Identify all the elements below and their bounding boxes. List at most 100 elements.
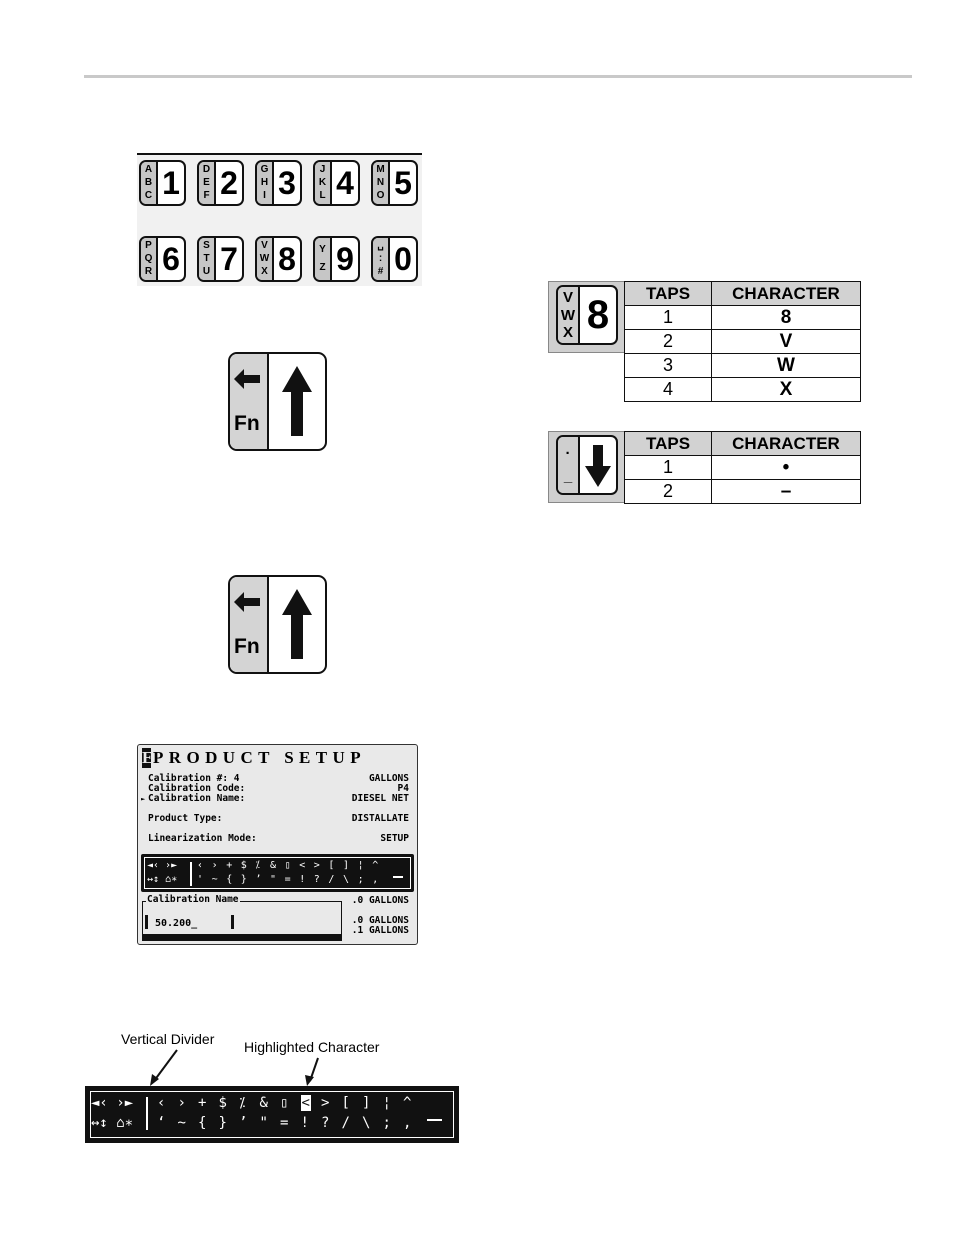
key-letter: E xyxy=(203,177,210,188)
character-option[interactable]: ^ xyxy=(372,860,379,871)
character-option[interactable]: ] xyxy=(362,1095,371,1111)
character-option[interactable]: $ xyxy=(218,1095,227,1111)
character-option[interactable]: ~ xyxy=(177,1115,186,1131)
lcd-character-bar[interactable]: ◄‹ ›► ‹ › + $ ⁒&▯ < > [] ¦ ^ ↔↕ ⌂∗ ' ~ {} ’ " =!? / \;, xyxy=(141,854,414,892)
character-option[interactable]: } xyxy=(218,1115,227,1131)
key-digit: 4 xyxy=(336,164,354,201)
nav-arrows[interactable]: ◄‹ ›► xyxy=(91,1095,134,1111)
character-option[interactable]: ~ xyxy=(211,874,218,885)
key-letter: S xyxy=(203,240,210,251)
character-option[interactable]: ’ xyxy=(255,874,262,885)
character-option[interactable]: ’ xyxy=(239,1115,248,1131)
character-option[interactable]: ] xyxy=(343,860,350,871)
character-cell: W xyxy=(711,353,861,378)
key-digit: 3 xyxy=(278,164,296,201)
character-option[interactable]: ‘ xyxy=(157,1115,166,1131)
key-0[interactable]: ␣:#0 xyxy=(371,236,418,282)
character-option[interactable]: + xyxy=(226,860,233,871)
highlighted-character[interactable]: < xyxy=(300,1095,311,1111)
side-value-text: .0 GALLONS xyxy=(351,895,409,906)
character-option[interactable]: " xyxy=(259,1115,268,1131)
character-option[interactable]: = xyxy=(280,1115,289,1131)
nav-arrows[interactable]: ↔↕ ⌂∗ xyxy=(147,874,178,885)
character-option[interactable]: { xyxy=(226,874,233,885)
table-row: 2– xyxy=(624,479,861,504)
col-header-taps: TAPS xyxy=(624,431,712,456)
calibration-name-entry[interactable]: Calibration Name 50.200_ xyxy=(142,894,342,941)
down-key-illustration: ·_ xyxy=(548,431,625,503)
character-option[interactable]: < xyxy=(299,860,306,871)
nav-arrows[interactable]: ◄‹ ›► xyxy=(147,860,178,871)
character-option[interactable]: ⁒ xyxy=(239,1095,246,1111)
lcd-title-text: PRODUCT SETUP xyxy=(153,748,366,767)
character-option[interactable]: , xyxy=(403,1115,412,1131)
character-option[interactable]: ‹ xyxy=(197,860,204,871)
character-option[interactable]: ; xyxy=(357,874,364,885)
character-option[interactable]: / xyxy=(341,1115,350,1131)
character-option[interactable]: ? xyxy=(313,874,320,885)
entry-end-marker xyxy=(231,915,234,929)
underscore-char[interactable] xyxy=(427,1119,442,1121)
character-option[interactable]: › xyxy=(211,860,218,871)
key-letter: # xyxy=(377,266,384,277)
character-option[interactable]: ¦ xyxy=(357,860,364,871)
character-option[interactable]: [ xyxy=(328,860,335,871)
key-digit: 5 xyxy=(394,164,412,201)
character-option[interactable]: , xyxy=(372,874,379,885)
character-option[interactable]: / xyxy=(328,874,335,885)
character-option[interactable]: ? xyxy=(321,1115,330,1131)
character-option[interactable]: + xyxy=(198,1095,207,1111)
fn-label: Fn xyxy=(234,635,260,658)
character-option[interactable]: > xyxy=(321,1095,330,1111)
character-option[interactable]: $ xyxy=(240,860,247,871)
character-option[interactable]: > xyxy=(313,860,320,871)
character-option[interactable]: ¦ xyxy=(382,1095,391,1111)
character-option[interactable]: & xyxy=(259,1095,268,1111)
character-selection-bar[interactable]: ◄‹ ›► ‹ › + $ ⁒&▯ < > [] ¦ ^ ↔↕ ⌂∗ ‘ ~ {} ’ " =!? / \;, xyxy=(85,1086,459,1143)
character-option[interactable]: ‹ xyxy=(157,1095,166,1111)
key-letter: H xyxy=(260,177,269,188)
character-option[interactable]: " xyxy=(270,874,277,885)
key-digit: 6 xyxy=(162,240,180,277)
key-symbols: ·_ xyxy=(558,437,580,493)
entry-label: Calibration Name xyxy=(146,894,240,905)
character-option[interactable]: } xyxy=(240,874,247,885)
character-option[interactable]: & xyxy=(270,860,277,871)
key-letter: _ xyxy=(563,468,573,486)
character-option[interactable]: \ xyxy=(343,874,350,885)
character-option[interactable]: = xyxy=(284,874,291,885)
row-label: Linearization Mode: xyxy=(148,833,257,844)
character-option[interactable]: ▯ xyxy=(284,860,291,871)
taps-table-down: TAPS CHARACTER 1•2– xyxy=(624,431,861,504)
character-option[interactable]: ! xyxy=(299,874,306,885)
character-option[interactable]: ^ xyxy=(403,1095,412,1111)
nav-arrows[interactable]: ↔↕ ⌂∗ xyxy=(91,1115,134,1131)
taps-cell: 3 xyxy=(624,353,712,378)
character-option[interactable]: [ xyxy=(341,1095,350,1111)
character-option[interactable]: \ xyxy=(362,1115,371,1131)
character-option[interactable]: ; xyxy=(382,1115,391,1131)
character-option[interactable]: ' xyxy=(197,874,204,885)
down-arrow-icon xyxy=(585,445,611,487)
character-option[interactable]: ⁒ xyxy=(255,860,260,871)
arrow-graphics xyxy=(234,366,312,436)
up-arrow-icon xyxy=(282,589,312,659)
character-option[interactable]: ▯ xyxy=(280,1095,289,1111)
key-letter: W xyxy=(259,253,270,264)
character-option[interactable]: ! xyxy=(300,1115,309,1131)
key-letter: V xyxy=(562,288,573,306)
underscore-char[interactable] xyxy=(393,876,403,878)
character-option[interactable]: { xyxy=(198,1115,207,1131)
character-option[interactable]: › xyxy=(177,1095,186,1111)
